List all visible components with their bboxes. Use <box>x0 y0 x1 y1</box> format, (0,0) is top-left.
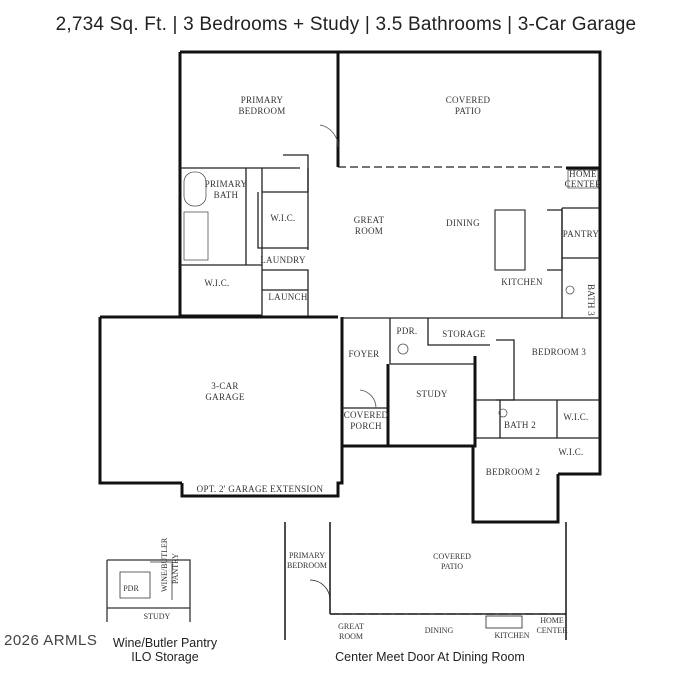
interior-walls <box>180 154 600 439</box>
label-great-room-2: ROOM <box>355 226 383 236</box>
label-primary-bedroom-1: PRIMARY <box>241 95 284 105</box>
plan-title: 2,734 Sq. Ft. | 3 Bedrooms + Study | 3.5… <box>55 14 637 35</box>
inset-right-home-center-2: CENTER <box>536 626 568 635</box>
label-great-room-1: GREAT <box>354 215 385 225</box>
label-wic-1: W.I.C. <box>270 213 295 223</box>
inset-right-primary-bedroom-2: BEDROOM <box>287 561 327 570</box>
inset-left <box>106 559 191 622</box>
inset-right-dining: DINING <box>425 626 454 635</box>
inset-right-kitchen: KITCHEN <box>494 631 529 640</box>
inset-left-caption-line-1: Wine/Butler Pantry <box>112 636 218 650</box>
label-bedroom-3: BEDROOM 3 <box>532 347 587 357</box>
inset-right-great-room-2: ROOM <box>339 632 363 641</box>
label-pdr: PDR. <box>397 326 418 336</box>
label-home-center-2: CENTER <box>565 179 602 189</box>
label-laundry: LAUNDRY <box>260 255 306 265</box>
inset-right-home-center-1: HOME <box>540 616 564 625</box>
label-covered-porch-1: COVERED <box>344 410 389 420</box>
label-garage-2: GARAGE <box>205 392 245 402</box>
inset-right-great-room-1: GREAT <box>338 622 364 631</box>
label-home-center-1: HOME <box>569 169 597 179</box>
inset-right-primary-bedroom-1: PRIMARY <box>289 551 325 560</box>
fixtures <box>183 124 599 418</box>
label-bedroom-2: BEDROOM 2 <box>486 467 540 477</box>
exterior-walls <box>98 50 602 524</box>
label-bath-2: BATH 2 <box>504 420 536 430</box>
inset-right-caption: Center Meet Door At Dining Room <box>335 650 525 664</box>
label-dining: DINING <box>446 218 480 228</box>
inset-right-covered-patio-2: PATIO <box>441 562 463 571</box>
mls-watermark: 2026 ARMLS <box>4 632 98 649</box>
inset-right-covered-patio-1: COVERED <box>433 552 471 561</box>
inset-left-wine-1: WINE/BUTLER <box>160 537 169 592</box>
label-primary-bath-2: BATH <box>214 190 239 200</box>
label-covered-patio-2: PATIO <box>455 106 481 116</box>
label-wic-2: W.I.C. <box>204 278 229 288</box>
label-covered-patio-1: COVERED <box>446 95 491 105</box>
label-garage-extension: OPT. 2' GARAGE EXTENSION <box>197 484 324 494</box>
label-primary-bath-1: PRIMARY <box>205 179 248 189</box>
label-kitchen: KITCHEN <box>501 277 543 287</box>
label-study: STUDY <box>416 389 448 399</box>
label-wic-4: W.I.C. <box>558 447 583 457</box>
inset-right <box>284 522 567 640</box>
label-launch: LAUNCH <box>268 292 307 302</box>
label-foyer: FOYER <box>348 349 379 359</box>
inset-left-caption-line-2: ILO Storage <box>131 650 199 664</box>
inset-left-wine-2: PANTRY <box>171 553 180 584</box>
room-labels: PRIMARY BEDROOM COVERED PATIO PRIMARY BA… <box>197 95 602 494</box>
inset-left-caption: Wine/Butler Pantry ILO Storage <box>105 636 225 664</box>
label-bath-3: BATH 3 <box>586 284 596 316</box>
label-garage-1: 3-CAR <box>211 381 239 391</box>
label-pantry: PANTRY <box>563 229 600 239</box>
label-storage: STORAGE <box>442 329 486 339</box>
inset-left-pdr: PDR <box>123 584 139 593</box>
inset-left-study: STUDY <box>144 612 171 621</box>
label-wic-3: W.I.C. <box>563 412 588 422</box>
label-primary-bedroom-2: BEDROOM <box>238 106 285 116</box>
label-covered-porch-2: PORCH <box>350 421 382 431</box>
